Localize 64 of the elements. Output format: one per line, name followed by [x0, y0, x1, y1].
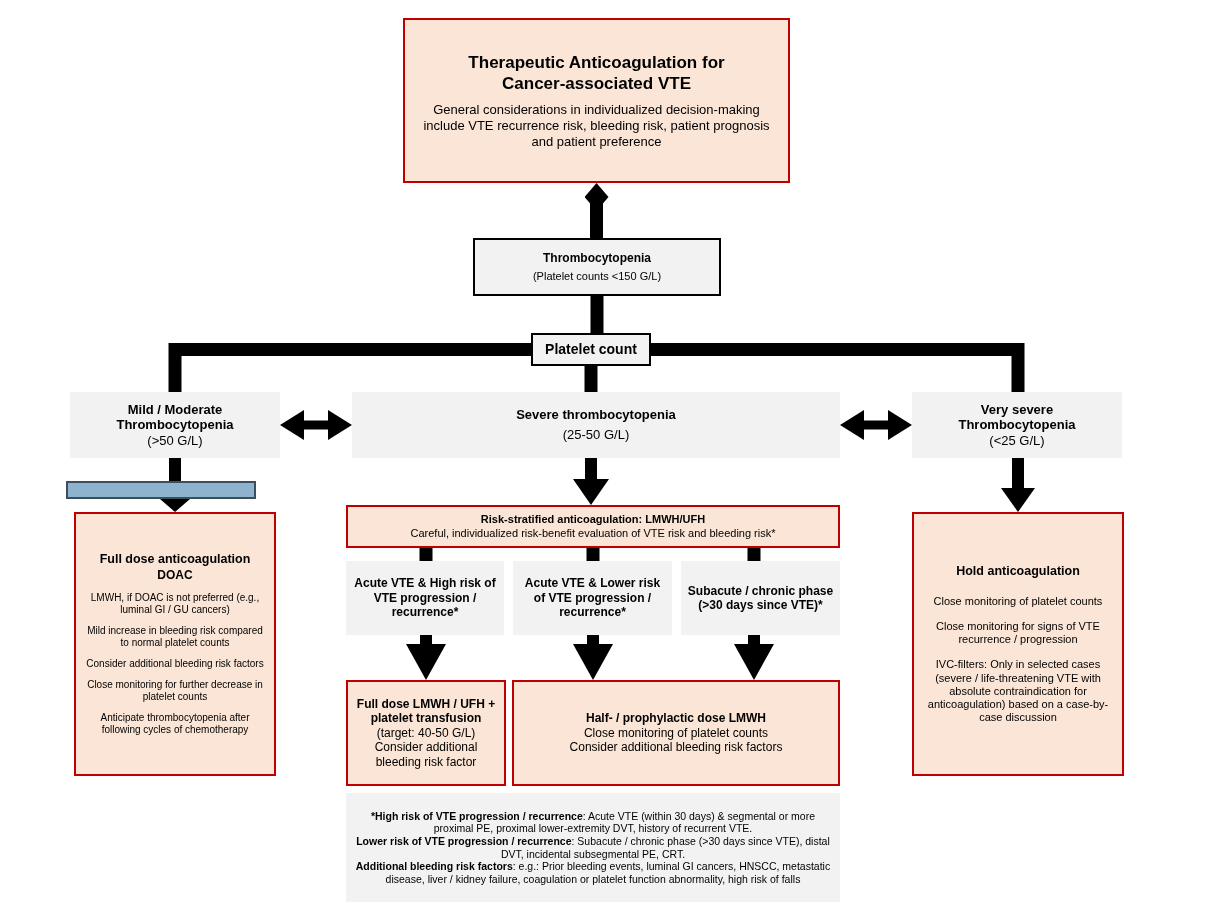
arrow: [160, 499, 190, 512]
connector-line: [419, 548, 433, 561]
arrow: [280, 410, 352, 440]
heading-text: Acute VTE & Lower risk of VTE progression / recurrence*: [523, 576, 662, 620]
body-text: (<25 G/L): [989, 432, 1045, 449]
title-box: [403, 18, 790, 183]
bar-shape: [66, 481, 256, 499]
heading-text: Hold anticoagulation: [956, 563, 1080, 579]
body-text: Lower risk of VTE progression / recurrence: Subacute / chronic phase (>30 days since VTE), distal DVT, incidental subsegmental PE, CRT.: [355, 834, 831, 861]
criteria-box: [346, 561, 504, 635]
treatment-box: [912, 512, 1124, 776]
heading-text: Half- / prophylactic dose LMWH: [586, 711, 766, 726]
heading-text: Full dose LMWH / UFH + platelet transfusion: [355, 697, 497, 726]
heading-text: Acute VTE & High risk of VTE progression / recurrence*: [353, 576, 497, 620]
arrow: [573, 458, 609, 505]
criteria-box: [513, 561, 672, 635]
body-text: IVC-filters: Only in selected cases (severe / life-threatening VTE with absolute contraindication for anticoagulation) based on a case-by-case discussion: [926, 658, 1110, 725]
arrow: [573, 635, 613, 680]
treatment-box: [346, 680, 506, 786]
heading-text: Very severe Thrombocytopenia: [957, 401, 1077, 433]
heading-text: Thrombocytopenia: [543, 251, 651, 266]
body-text: Close monitoring of platelet counts: [933, 594, 1103, 608]
connector-line: [590, 296, 604, 333]
treatment-box: [74, 512, 276, 776]
heading-text: DOAC: [157, 568, 193, 583]
body-text: General considerations in individualized decision-making include VTE recurrence risk, bleeding risk, patient prognosis and patient preference: [422, 102, 771, 150]
heading-text: Full dose anticoagulation: [99, 552, 251, 568]
category-box: [912, 392, 1122, 458]
body-text: Close monitoring for signs of VTE recurrence / progression: [935, 619, 1101, 647]
heading-text: Risk-stratified anticoagulation: LMWH/UFH: [480, 513, 706, 527]
body-text: LMWH, if DOAC is not preferred (e.g., luminal GI / GU cancers): [89, 591, 261, 616]
body-text: Anticipate thrombocytopenia after following cycles of chemotherapy: [99, 711, 251, 736]
decision-box: [531, 333, 651, 366]
body-text: Consider additional bleeding risk factors: [86, 657, 264, 670]
body-text: Mild increase in bleeding risk compared to normal platelet counts: [86, 624, 264, 649]
body-text: Close monitoring for further decrease in platelet counts: [86, 678, 264, 703]
body-text: Consider additional bleeding risk factors: [569, 740, 783, 755]
body-text: Additional bleeding risk factors: e.g.: Prior bleeding events, luminal GI cancers, HNSCC, metastatic disease, liver / kidney failure, coagulation or platelet function abnormality, high risk of falls: [354, 860, 832, 886]
body-text: Careful, individualized risk-benefit evaluation of VTE risk and bleeding risk*: [410, 526, 776, 540]
body-text: (>50 G/L): [147, 432, 203, 449]
connector-line: [586, 548, 600, 561]
heading-text: Severe thrombocytopenia: [516, 407, 676, 423]
arrow: [734, 635, 774, 680]
body-text: (target: 40-50 G/L): [376, 725, 476, 741]
body-text: (25-50 G/L): [562, 427, 630, 443]
category-box: [70, 392, 280, 458]
heading-text: Mild / Moderate Thrombocytopenia: [115, 401, 235, 433]
treatment-box: [512, 680, 840, 786]
heading-text: Subacute / chronic phase (>30 days since VTE)*: [687, 583, 834, 613]
condition-box: [473, 238, 721, 296]
connector-line: [584, 366, 598, 392]
strategy-box: [346, 505, 840, 548]
body-text: Consider additional bleeding risk factor: [373, 740, 479, 769]
body-text: (Platelet counts <150 G/L): [532, 269, 662, 283]
criteria-box: [681, 561, 840, 635]
heading-text: Platelet count: [545, 341, 637, 358]
category-box: [352, 392, 840, 458]
body-text: *High risk of VTE progression / recurrence: Acute VTE (within 30 days) & segmental or more proximal PE, proximal lower-extremity DVT, history of recurrent VTE.: [369, 809, 817, 835]
arrow: [840, 410, 912, 440]
arrow: [1001, 458, 1035, 512]
arrow: [406, 635, 446, 680]
body-text: Close monitoring of platelet counts: [583, 725, 769, 741]
heading-text: Therapeutic Anticoagulation for Cancer-associated VTE: [467, 51, 726, 95]
connector-line: [169, 458, 181, 481]
